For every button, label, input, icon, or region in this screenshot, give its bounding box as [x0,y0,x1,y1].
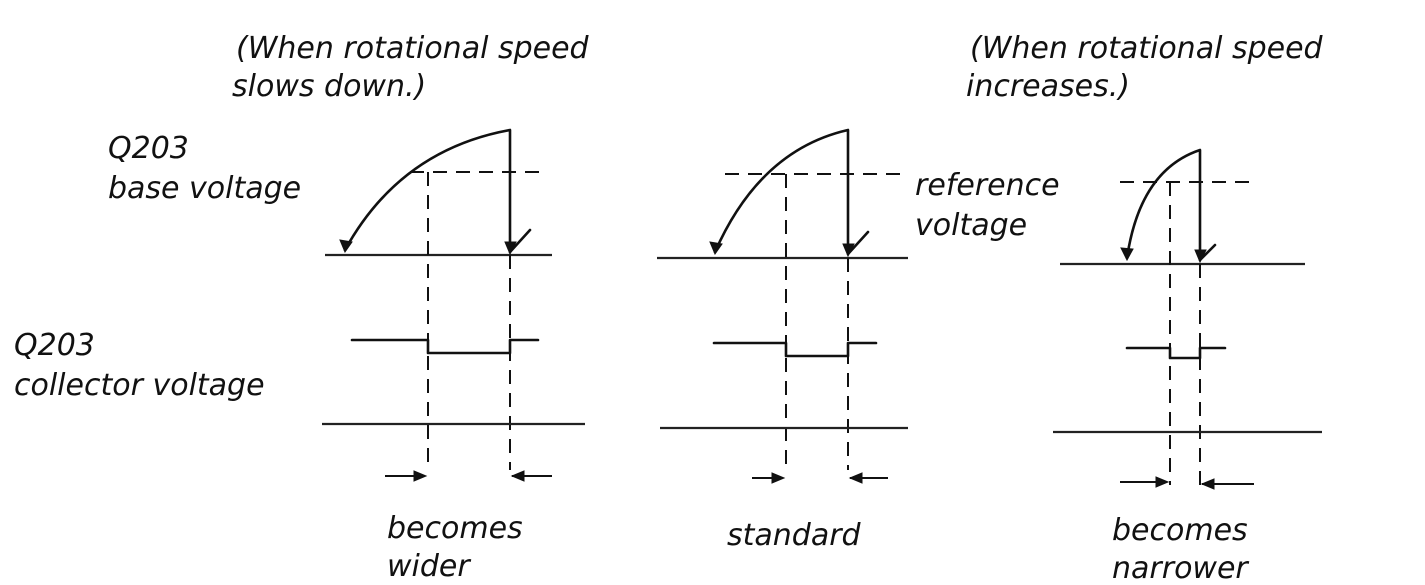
panel-increases: becomes narrower [1053,148,1322,585]
heading-slows-line2: slows down.) [232,69,426,104]
caption-wider-line1: becomes [387,511,523,546]
width-arrow-3a [1155,476,1170,488]
collector-voltage-waveform-1 [350,338,540,355]
base-voltage-waveform-2 [713,128,870,256]
base-voltage-label-line1: Q203 [108,131,189,166]
base-voltage-waveform-1 [343,128,532,254]
collector-voltage-waveform-3 [1125,346,1227,360]
heading-increases-line1: (When rotational speed [970,31,1324,66]
caption-wider-line2: wider [387,549,471,584]
caption-narrower-line1: becomes [1112,513,1248,548]
width-arrow-2b [848,472,863,484]
collector-voltage-label-line1: Q203 [14,328,95,363]
arrowhead-2b [842,243,855,258]
width-arrow-1b [510,470,525,482]
heading-slows-line1: (When rotational speed [236,31,590,66]
caption-narrower-line2: narrower [1112,551,1249,585]
panel-slows-down: becomes wider [322,128,585,584]
arrowhead-3b [1194,249,1207,264]
width-arrow-2a [771,472,786,484]
collector-voltage-waveform-2 [712,341,878,358]
base-voltage-waveform-3 [1125,148,1217,262]
arrowhead-1a [339,239,353,254]
collector-voltage-label-line2: collector voltage [14,368,265,403]
heading-increases-line2: increases.) [966,69,1130,104]
base-voltage-label-line2: base voltage [108,171,301,206]
reference-voltage-label-line1: reference [915,168,1060,203]
panel-standard: standard [657,128,908,553]
reference-voltage-label-line2: voltage [915,208,1027,243]
arrowhead-2a [709,241,723,256]
arrowhead-3a [1120,247,1134,262]
arrowhead-1b [504,241,517,256]
width-arrow-1a [413,470,428,482]
caption-standard: standard [727,518,862,553]
width-arrow-3b [1200,478,1215,490]
